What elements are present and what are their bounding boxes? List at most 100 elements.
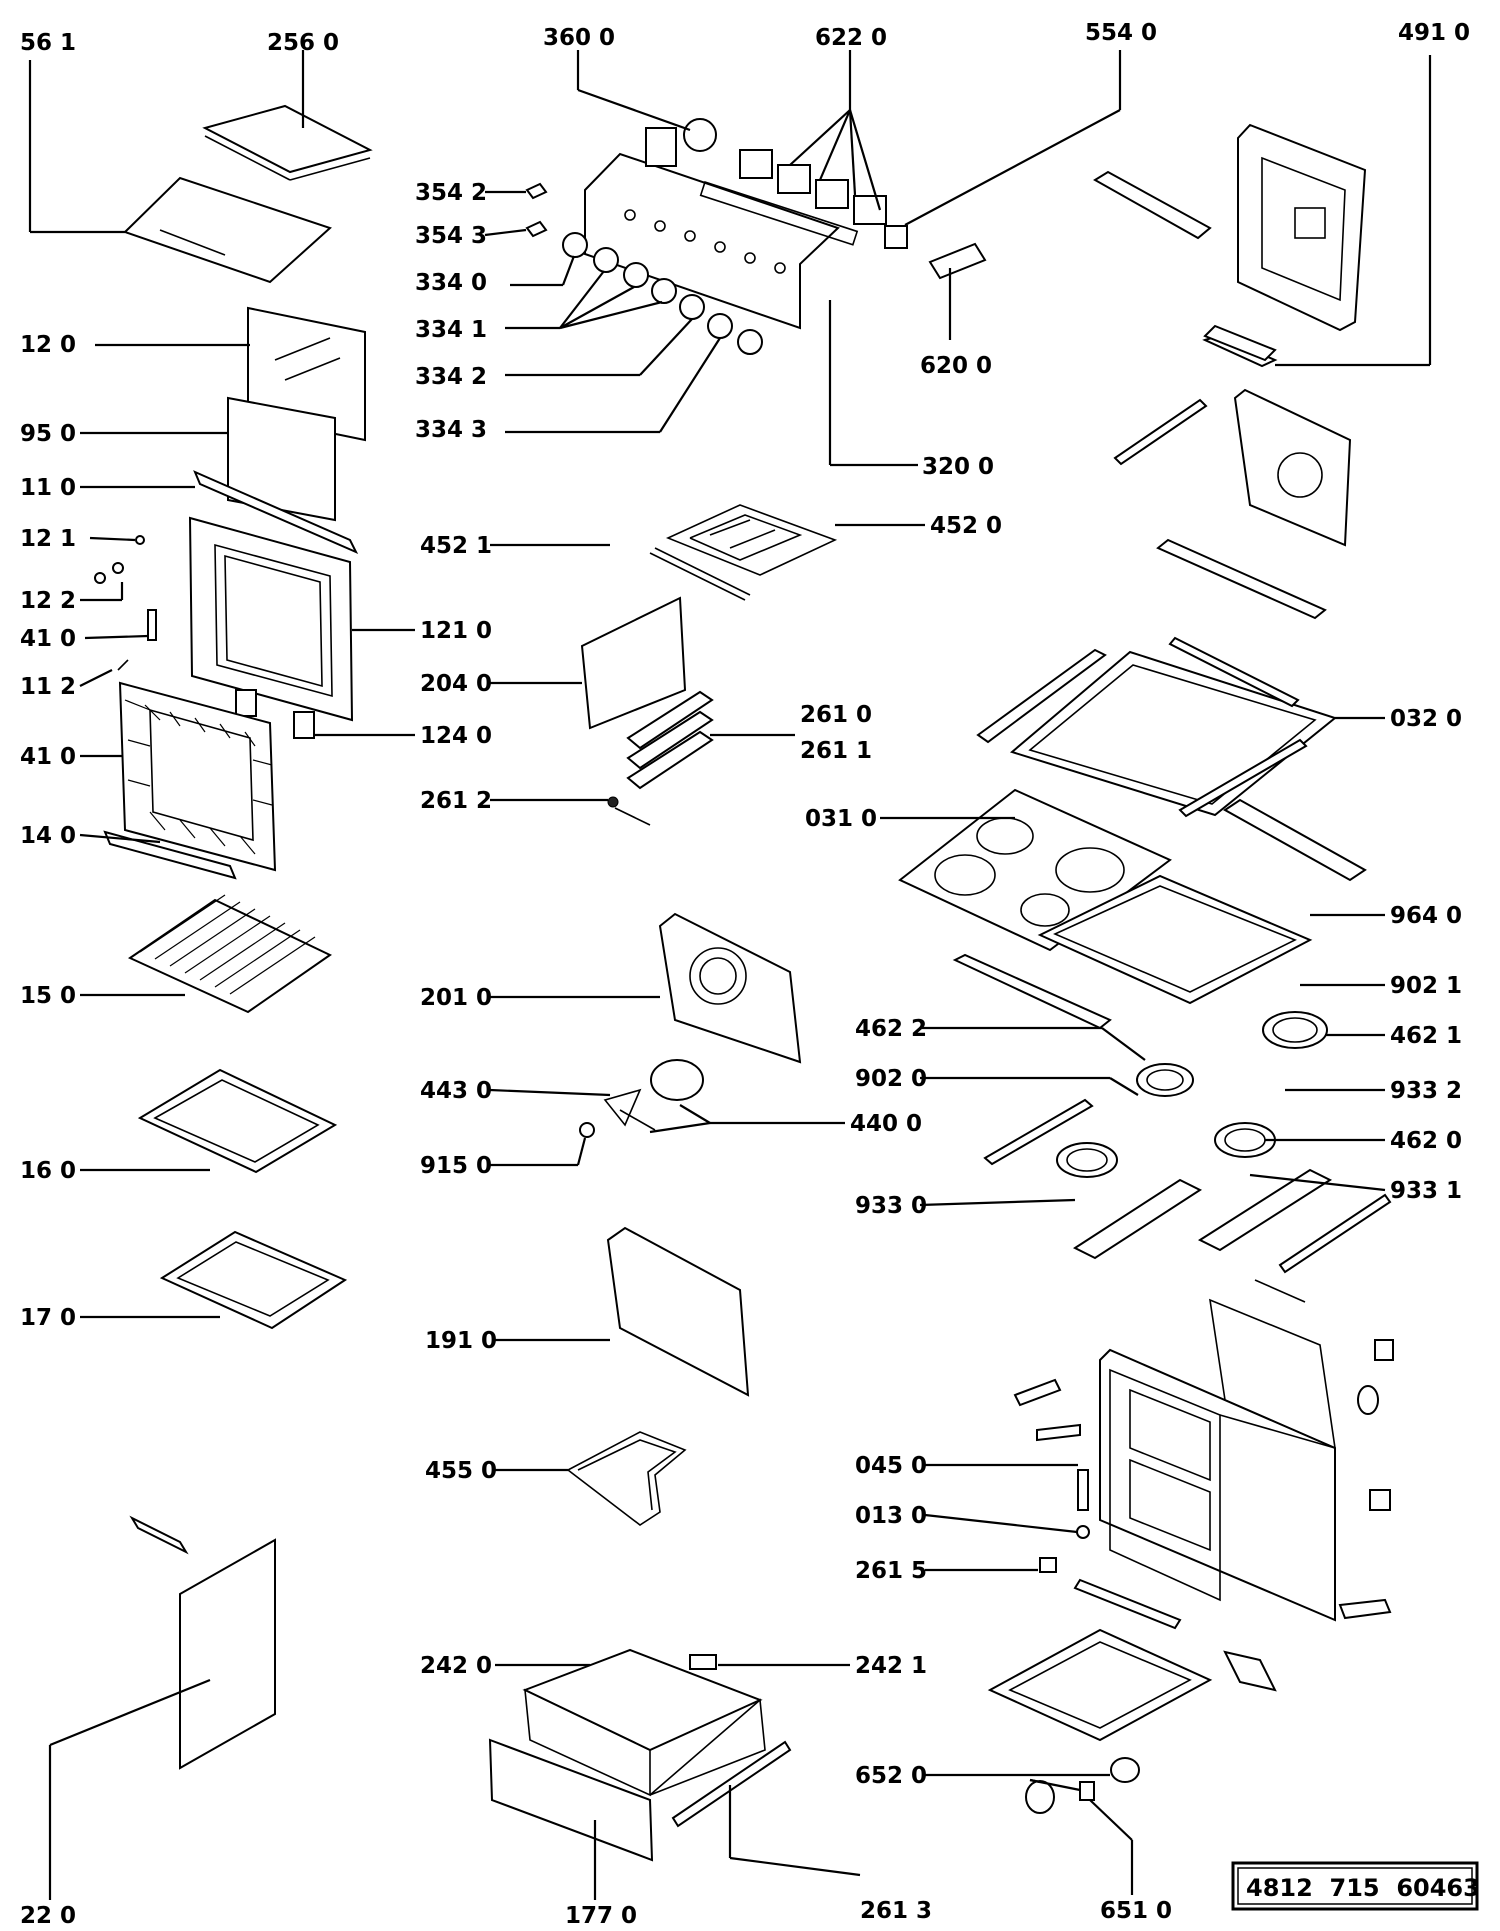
grill-element: [649, 504, 838, 601]
terminal-blocks: [884, 225, 987, 280]
label-177-0: 177 0: [565, 1903, 637, 1929]
door-inner-glass: [227, 396, 336, 522]
label-261-3: 261 3: [860, 1898, 932, 1924]
label-452-0: 452 0: [930, 513, 1002, 539]
storage-drawer: [488, 1648, 792, 1862]
label-933-2: 933 2: [1390, 1078, 1462, 1104]
adjustable-feet: [1025, 1757, 1140, 1814]
label-242-1: 242 1: [855, 1653, 927, 1679]
control-panel: [584, 152, 859, 330]
label-261-0: 261 0: [800, 702, 872, 728]
baking-tray: [137, 1068, 338, 1174]
label-95-0: 95 0: [20, 421, 76, 447]
label-354-2: 354 2: [415, 180, 487, 206]
label-334-1: 334 1: [415, 317, 487, 343]
oven-window-glass: [606, 1226, 750, 1397]
convection-fan: [579, 1059, 704, 1138]
label-261-2: 261 2: [420, 788, 492, 814]
label-11-2: 11 2: [20, 674, 76, 700]
document-number-box: 4812 715 60463: [1231, 1861, 1480, 1911]
panel-clips: [525, 182, 548, 238]
top-cover-plate: [202, 104, 373, 181]
label-032-0: 032 0: [1390, 706, 1462, 732]
label-261-5: 261 5: [855, 1558, 927, 1584]
label-651-0: 651 0: [1100, 1898, 1172, 1924]
label-462-2: 462 2: [855, 1016, 927, 1042]
heat-shield: [580, 596, 687, 730]
label-56-1: 56 1: [20, 30, 76, 56]
door-hinge-parts: [94, 535, 157, 671]
label-12-0: 12 0: [20, 332, 76, 358]
label-41-0-a: 41 0: [20, 626, 76, 652]
label-12-2: 12 2: [20, 588, 76, 614]
label-191-0: 191 0: [425, 1328, 497, 1354]
door-top-trim: [193, 470, 359, 555]
fan-cover: [658, 912, 802, 1064]
hob-support-rails: [983, 1098, 1392, 1303]
label-964-0: 964 0: [1390, 903, 1462, 929]
label-933-1: 933 1: [1390, 1178, 1462, 1204]
cooktop-frame: [976, 636, 1338, 818]
label-554-0: 554 0: [1085, 20, 1157, 46]
label-14-0: 14 0: [20, 823, 76, 849]
label-124-0: 124 0: [420, 723, 492, 749]
door-inner-panel: [118, 681, 277, 872]
label-242-0: 242 0: [420, 1653, 492, 1679]
label-11-0: 11 0: [20, 475, 76, 501]
label-933-0: 933 0: [855, 1193, 927, 1219]
connector-strip: [1203, 324, 1277, 362]
label-620-0: 620 0: [920, 353, 992, 379]
label-320-0: 320 0: [922, 454, 994, 480]
bottom-element: [566, 1431, 687, 1526]
label-41-0-b: 41 0: [20, 744, 76, 770]
label-652-0: 652 0: [855, 1763, 927, 1789]
label-491-0: 491 0: [1398, 20, 1470, 46]
label-256-0: 256 0: [267, 30, 339, 56]
side-panel: [129, 1515, 276, 1770]
label-12-1: 12 1: [20, 526, 76, 552]
part-labels: 56 1 256 0 360 0 622 0 554 0 491 0 354 2…: [20, 20, 1470, 1929]
label-443-0: 443 0: [420, 1078, 492, 1104]
rotary-switches: [739, 149, 887, 225]
oven-cavity: [1099, 1298, 1336, 1622]
document-number: 4812 715 60463: [1246, 1874, 1480, 1902]
label-915-0: 915 0: [420, 1153, 492, 1179]
motor-bracket: [1113, 334, 1352, 547]
door-hinge-blocks: [235, 689, 315, 739]
shelf-runners: [626, 690, 714, 790]
label-462-1: 462 1: [1390, 1023, 1462, 1049]
label-902-0: 902 0: [855, 1066, 927, 1092]
label-622-0: 622 0: [815, 25, 887, 51]
rear-strip: [1156, 538, 1327, 620]
wire-shelf: [127, 894, 332, 1014]
label-261-1: 261 1: [800, 738, 872, 764]
label-360-0: 360 0: [543, 25, 615, 51]
label-201-0: 201 0: [420, 985, 492, 1011]
label-334-3: 334 3: [415, 417, 487, 443]
label-334-0: 334 0: [415, 270, 487, 296]
label-334-2: 334 2: [415, 364, 487, 390]
runner-clip: [607, 796, 651, 826]
base-plate: [987, 1628, 1213, 1742]
label-031-0: 031 0: [805, 806, 877, 832]
oven-door-frame: [188, 516, 354, 722]
hob-heating-elements: [1056, 1011, 1328, 1178]
label-902-1: 902 1: [1390, 973, 1462, 999]
label-452-1: 452 1: [420, 533, 492, 559]
thermostat: [645, 118, 717, 167]
side-fittings: [1013, 1339, 1394, 1692]
label-354-3: 354 3: [415, 223, 487, 249]
label-22-0: 22 0: [20, 1903, 76, 1929]
glass-cover: [1037, 874, 1313, 1005]
label-013-0: 013 0: [855, 1503, 927, 1529]
door-bottom-trim: [103, 830, 237, 880]
back-panel: [1093, 123, 1367, 332]
label-045-0: 045 0: [855, 1453, 927, 1479]
label-16-0: 16 0: [20, 1158, 76, 1184]
label-17-0: 17 0: [20, 1305, 76, 1331]
roasting-pan: [159, 1230, 348, 1330]
leader-lines: [28, 50, 1432, 1900]
insulation-sheet: [123, 176, 332, 284]
hob-trim: [952, 798, 1367, 1030]
